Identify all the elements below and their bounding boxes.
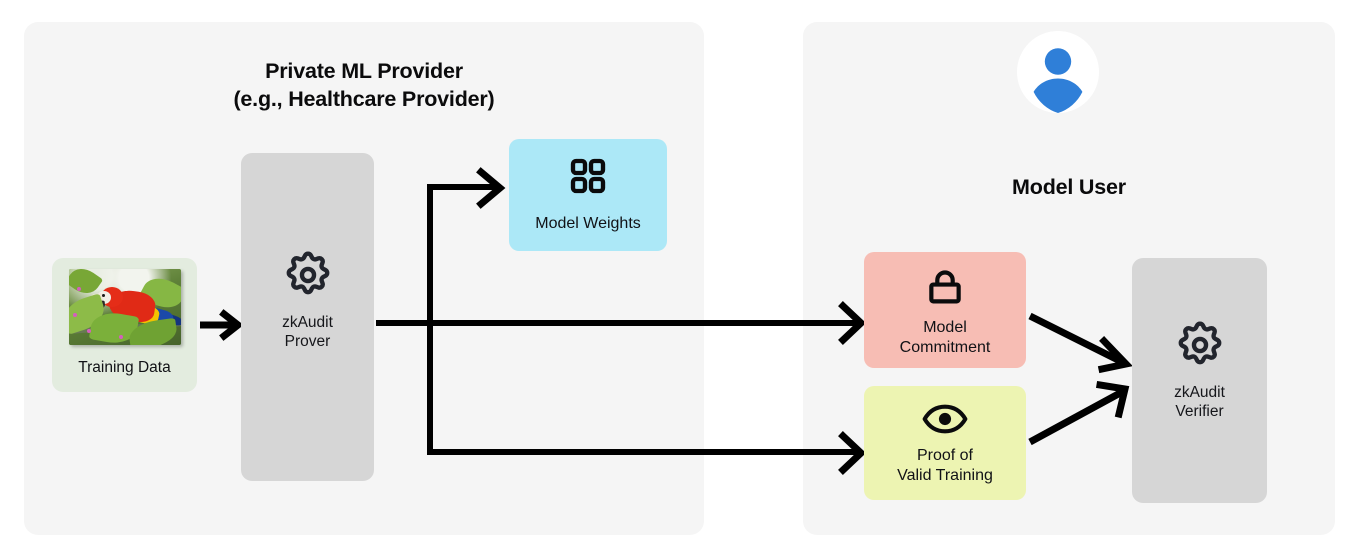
prover-label: zkAudit Prover [282,314,333,350]
node-training-data[interactable]: Training Data [52,258,197,392]
grid-icon [568,156,608,196]
node-proof-of-valid-training[interactable]: Proof of Valid Training [864,386,1026,500]
gear-icon [283,250,333,300]
node-zkaudit-prover[interactable]: zkAudit Prover [241,153,374,481]
node-model-commitment[interactable]: Model Commitment [864,252,1026,368]
lock-icon [924,266,966,308]
node-model-weights[interactable]: Model Weights [509,139,667,251]
model-commitment-label: Model Commitment [899,319,991,356]
parrot-photo-icon [68,269,181,345]
gear-icon [1175,320,1225,370]
eye-icon [922,402,968,436]
user-avatar-icon [1017,31,1099,113]
model-weights-label: Model Weights [535,215,641,232]
panel-user-title: Model User [1012,175,1126,199]
proof-label: Proof of Valid Training [897,447,993,484]
panel-provider-title: Private ML Provider (e.g., Healthcare Pr… [233,59,495,111]
training-data-label: Training Data [78,359,171,376]
avatar [1017,31,1099,113]
verifier-label: zkAudit Verifier [1174,384,1225,420]
node-zkaudit-verifier[interactable]: zkAudit Verifier [1132,258,1267,503]
